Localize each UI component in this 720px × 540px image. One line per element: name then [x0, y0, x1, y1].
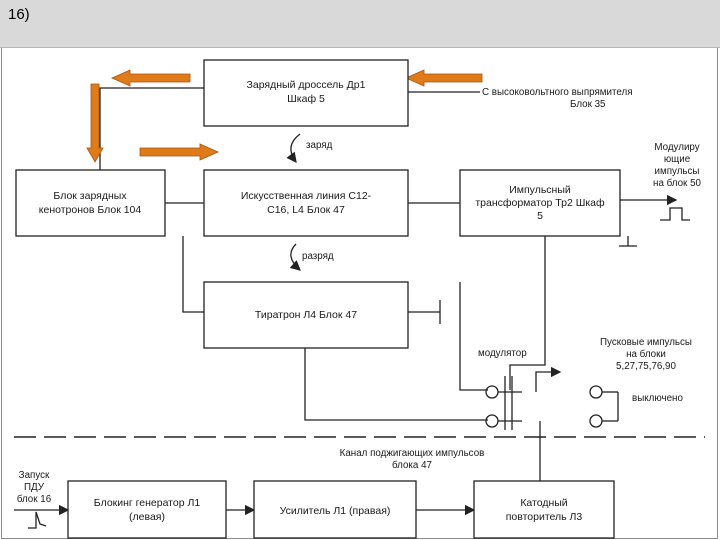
svg-text:С16, L4 Блок 47: С16, L4 Блок 47: [267, 204, 345, 216]
svg-text:кенотронов Блок 104: кенотронов Блок 104: [39, 204, 142, 216]
svg-text:блок 16: блок 16: [17, 494, 52, 505]
label-modulating-pulses: Модулиру ющие импульсы на блок 50: [653, 142, 701, 189]
discharge-arc-icon: [289, 243, 301, 271]
svg-text:ющие: ющие: [664, 154, 691, 165]
label-pdu-start: Запуск ПДУ блок 16: [17, 470, 52, 505]
svg-text:Канал поджигающих импульсов: Канал поджигающих импульсов: [340, 448, 485, 459]
svg-text:Искусственная линия С12-: Искусственная линия С12-: [241, 190, 372, 202]
label-charge: заряд: [306, 140, 333, 151]
svg-text:Импульсный: Импульсный: [509, 184, 571, 196]
label-switched-off: выключено: [632, 393, 683, 404]
svg-text:Блок 35: Блок 35: [570, 99, 606, 110]
svg-text:Тиратрон Л4 Блок 47: Тиратрон Л4 Блок 47: [255, 309, 357, 321]
block-artificial-line: Искусственная линия С12- С16, L4 Блок 47: [203, 169, 409, 237]
svg-text:Пусковые импульсы: Пусковые импульсы: [600, 337, 692, 348]
svg-text:ПДУ: ПДУ: [24, 482, 45, 493]
svg-text:повторитель Л3: повторитель Л3: [506, 511, 583, 523]
svg-text:блока 47: блока 47: [392, 460, 432, 471]
svg-text:Усилитель Л1 (правая): Усилитель Л1 (правая): [280, 505, 391, 517]
block-thyratron: Тиратрон Л4 Блок 47: [203, 281, 409, 349]
svg-text:С высоковольтного выпрямителя: С высоковольтного выпрямителя: [482, 87, 633, 98]
orange-arrow-incoming: [405, 69, 483, 87]
svg-text:(левая): (левая): [129, 511, 165, 523]
svg-text:5: 5: [537, 210, 543, 222]
slide-header-bar: 16): [0, 0, 720, 48]
svg-text:на блок 50: на блок 50: [653, 178, 701, 189]
orange-arrow-right: [139, 143, 219, 161]
block-charging-choke: Зарядный дроссель Др1 Шкаф 5: [203, 59, 409, 127]
svg-text:Шкаф 5: Шкаф 5: [287, 93, 325, 105]
svg-text:5,27,75,76,90: 5,27,75,76,90: [616, 361, 676, 372]
block-pulse-transformer: Импульсный трансформатор Тр2 Шкаф 5: [459, 169, 621, 237]
charge-arc-icon: [286, 133, 301, 164]
block-amplifier: Усилитель Л1 (правая): [253, 480, 417, 539]
slide-number: 16): [8, 6, 30, 23]
svg-text:трансформатор Тр2 Шкаф: трансформатор Тр2 Шкаф: [475, 197, 605, 209]
label-trigger-pulses: Пусковые импульсы на блоки 5,27,75,76,90: [600, 337, 692, 372]
svg-text:на блоки: на блоки: [626, 349, 666, 360]
connection-lines: [14, 87, 705, 529]
svg-text:Катодный: Катодный: [520, 497, 567, 509]
orange-arrow-down: [86, 83, 104, 163]
label-from-rectifier: С высоковольтного выпрямителя Блок 35: [482, 87, 633, 110]
block-blocking-generator: Блокинг генератор Л1 (левая): [67, 480, 227, 539]
label-discharge: разряд: [302, 251, 334, 262]
svg-text:Запуск: Запуск: [19, 470, 50, 481]
svg-text:Зарядный дроссель Др1: Зарядный дроссель Др1: [247, 79, 366, 91]
label-ignition-channel: Канал поджигающих импульсов блока 47: [340, 448, 485, 471]
orange-arrow-left: [111, 69, 191, 87]
svg-text:импульсы: импульсы: [655, 166, 700, 177]
label-modulator: модулятор: [478, 348, 527, 359]
flow-arrows: [86, 69, 483, 163]
svg-text:Модулиру: Модулиру: [654, 142, 699, 153]
block-cathode-follower: Катодный повторитель Л3: [473, 480, 615, 539]
svg-text:Блокинг генератор Л1: Блокинг генератор Л1: [94, 497, 201, 509]
svg-text:Блок зарядных: Блок зарядных: [53, 190, 127, 202]
block-charging-kenotrons: Блок зарядных кенотронов Блок 104: [15, 169, 166, 237]
